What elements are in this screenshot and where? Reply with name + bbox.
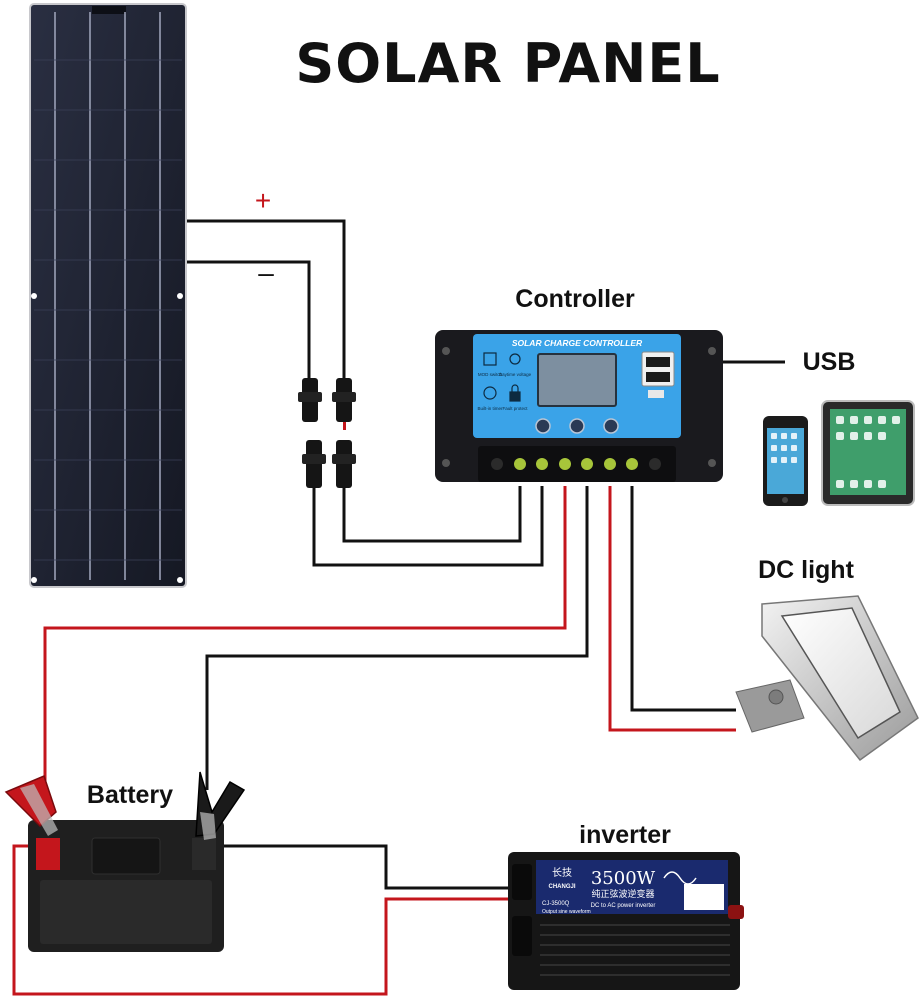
tablet bbox=[821, 400, 915, 506]
usb-label: USB bbox=[803, 348, 856, 376]
inverter-dc-ac: DC to AC power inverter bbox=[591, 903, 656, 909]
controller-button-3 bbox=[603, 418, 619, 434]
terminals bbox=[491, 458, 661, 470]
solar-panel bbox=[29, 3, 187, 588]
power-inverter: 长技 CHANGJI 3500W 纯正弦波逆变器 DC to AC power … bbox=[508, 852, 744, 990]
inverter-positive-wire bbox=[12, 844, 520, 996]
inverter-desc-cn: 纯正弦波逆变器 bbox=[591, 888, 654, 900]
mc4-connector-negative-top bbox=[298, 378, 322, 422]
controller-header: SOLAR CHARGE CONTROLLER bbox=[512, 338, 643, 348]
mc4-connector-positive-top bbox=[332, 378, 356, 430]
load-positive-wire bbox=[608, 486, 736, 732]
light-knob bbox=[768, 689, 784, 705]
inverter-spec-sticker bbox=[684, 884, 724, 910]
page-title: SOLAR PANEL bbox=[295, 32, 720, 95]
controller-buttons bbox=[535, 418, 619, 434]
panel-negative-wire bbox=[185, 260, 311, 378]
positive-sign: + bbox=[255, 185, 271, 216]
controller-caption-3: Built-in timer bbox=[477, 406, 503, 411]
mc4-connectors bbox=[298, 378, 356, 488]
battery-negative-wire bbox=[205, 486, 589, 790]
controller-caption-2: Daytime voltage bbox=[499, 372, 532, 377]
battery-positive-wire bbox=[43, 486, 567, 790]
lock-icon bbox=[509, 391, 521, 402]
mc4-connector-negative-bottom bbox=[302, 440, 326, 488]
inverter-power: 3500W bbox=[591, 868, 656, 889]
battery-positive-terminal bbox=[36, 838, 60, 870]
mode-icon bbox=[483, 352, 497, 366]
controller-label: Controller bbox=[515, 285, 635, 313]
terminal-strip bbox=[478, 446, 676, 482]
wires bbox=[12, 219, 785, 996]
lock-shackle bbox=[511, 384, 519, 392]
controller-usb-ports bbox=[641, 351, 675, 398]
negative-sign: – bbox=[258, 257, 274, 288]
inverter-negative-wire bbox=[200, 844, 520, 890]
light-bracket bbox=[735, 679, 805, 733]
inverter-wave: Output sine waveform bbox=[542, 909, 591, 915]
load-negative-wire bbox=[630, 486, 736, 712]
pv-positive-to-controller bbox=[342, 486, 522, 543]
controller-button-1 bbox=[535, 418, 551, 434]
controller-lcd bbox=[537, 353, 617, 407]
charge-controller: SOLAR CHARGE CONTROLLER MOD switch Dayti… bbox=[435, 330, 723, 482]
controller-caption-4: Fault protect bbox=[502, 406, 528, 411]
pv-negative-to-controller bbox=[312, 486, 544, 567]
mc4-connector-positive-bottom bbox=[332, 440, 356, 488]
sine-wave-icon bbox=[663, 871, 697, 885]
controller-caption-1: MOD switch bbox=[478, 372, 503, 377]
inverter-brand-cn: 长技 bbox=[552, 866, 572, 879]
battery bbox=[28, 820, 224, 952]
controller-button-2 bbox=[569, 418, 585, 434]
black-clamp bbox=[195, 771, 246, 840]
controller-left-icons bbox=[483, 352, 521, 402]
dc-light-label: DC light bbox=[758, 556, 854, 584]
timer-icon bbox=[483, 386, 497, 400]
battery-negative-terminal bbox=[192, 838, 216, 870]
sun-icon bbox=[509, 353, 521, 365]
inverter-label: inverter bbox=[579, 821, 671, 849]
battery-label: Battery bbox=[87, 781, 173, 809]
inverter-terminal bbox=[728, 905, 744, 919]
inverter-model: CJ-3500Q bbox=[542, 901, 570, 907]
red-clamp bbox=[4, 774, 58, 836]
dc-floodlight bbox=[735, 595, 919, 762]
inverter-brand: CHANGJI bbox=[548, 884, 575, 890]
light-lens bbox=[780, 607, 901, 740]
smartphone bbox=[763, 416, 808, 506]
panel-positive-wire bbox=[185, 219, 346, 378]
